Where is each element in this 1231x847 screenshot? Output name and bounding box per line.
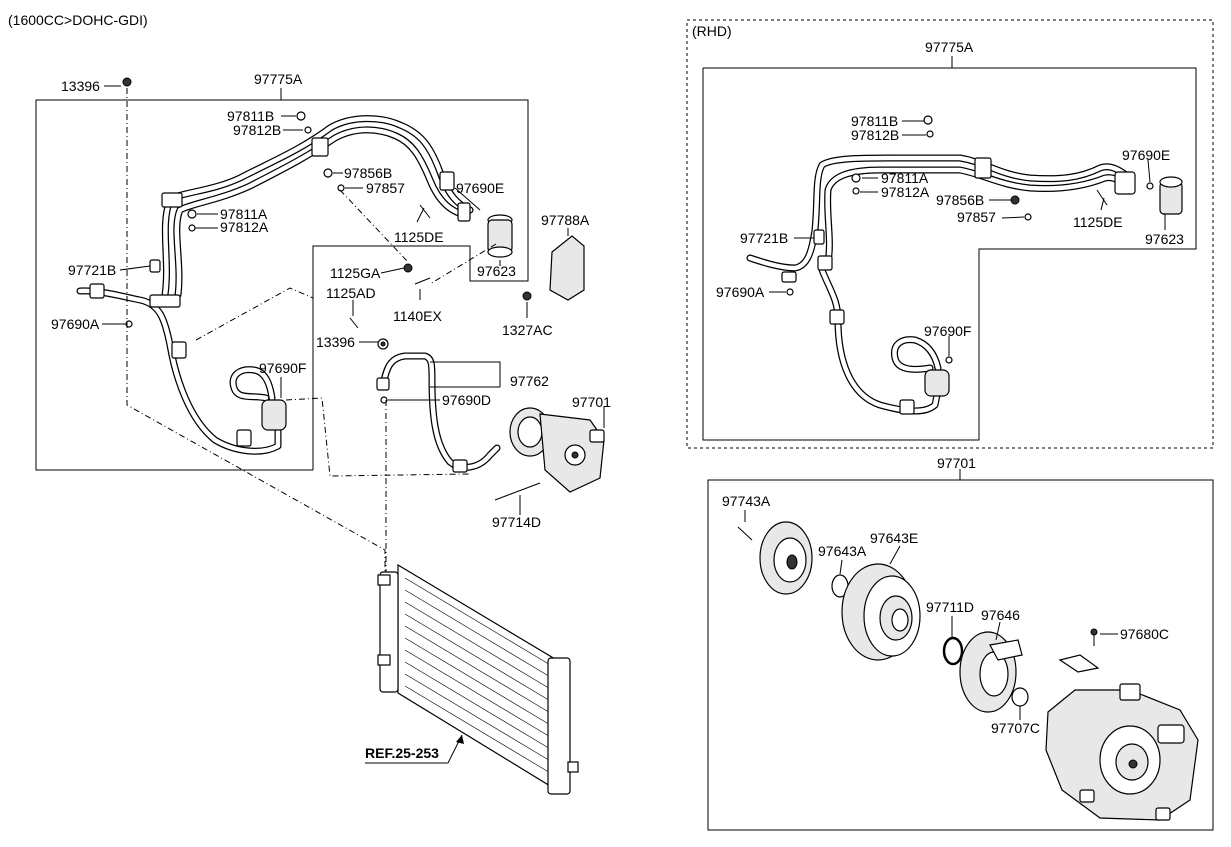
comp-label-97701: 97701: [937, 455, 976, 471]
rhd-labels: 97775A 97811B 97812B 97690E 97811A 97812…: [716, 39, 1184, 339]
label-13396-top: 13396: [61, 78, 100, 94]
comp-label-97711D: 97711D: [926, 599, 974, 615]
label-97812A: 97812A: [220, 219, 269, 235]
left-labels: 13396 97775A 97811B 97812B 97856B 97857 …: [51, 71, 611, 761]
label-97721B: 97721B: [68, 262, 116, 278]
label-97690E: 97690E: [456, 180, 504, 196]
label-1140EX: 1140EX: [393, 308, 442, 324]
bracket-97788A: [549, 235, 585, 301]
condenser: [377, 563, 579, 795]
rhd-label-97857: 97857: [957, 209, 996, 225]
rhd-label-97856B: 97856B: [936, 192, 984, 208]
label-97811B: 97811B: [227, 108, 274, 124]
comp-label-97707C: 97707C: [991, 720, 1040, 736]
rhd-hose-box: [702, 67, 1197, 441]
comp-label-97680C: 97680C: [1120, 626, 1169, 642]
label-97856B: 97856B: [344, 165, 392, 181]
label-1125DE: 1125DE: [394, 229, 444, 245]
label-1125GA: 1125GA: [330, 265, 381, 281]
compressor-left: [509, 407, 605, 493]
label-97788A: 97788A: [541, 212, 590, 228]
label-1125AD: 1125AD: [326, 285, 376, 301]
rhd-label-97775A: 97775A: [925, 39, 974, 55]
discharge-hose: [379, 352, 501, 471]
label-97812B: 97812B: [233, 122, 281, 138]
rhd-label-97812A: 97812A: [881, 184, 930, 200]
label-97811A: 97811A: [220, 206, 268, 222]
label-97762: 97762: [510, 373, 549, 389]
rhd-label-1125DE: 1125DE: [1073, 214, 1123, 230]
rhd-label-97690E: 97690E: [1122, 147, 1170, 163]
rhd-label-97811B: 97811B: [851, 113, 898, 129]
compressor-labels: 97701 97743A 97643E 97643A 97711D 97646 …: [722, 455, 1169, 736]
rhd-label-97623: 97623: [1145, 231, 1184, 247]
rhd-outer-box: [686, 19, 1214, 449]
rhd-label-97721B: 97721B: [740, 230, 788, 246]
comp-label-97643A: 97643A: [818, 543, 867, 559]
comp-label-97643E: 97643E: [870, 530, 918, 546]
rhd-label: (RHD): [692, 23, 732, 39]
label-97857: 97857: [366, 180, 405, 196]
label-97714D: 97714D: [492, 514, 541, 530]
compressor-body: [1045, 683, 1199, 821]
label-13396-mid: 13396: [316, 334, 355, 350]
label-97775A: 97775A: [254, 71, 303, 87]
rhd-section: (RHD): [686, 19, 1214, 449]
rhd-label-97690F: 97690F: [924, 323, 971, 339]
rhd-label-97811A: 97811A: [881, 170, 929, 186]
label-97690D: 97690D: [442, 392, 491, 408]
comp-label-97743A: 97743A: [722, 493, 771, 509]
comp-label-97646: 97646: [981, 607, 1020, 623]
rhd-label-97690A: 97690A: [716, 284, 765, 300]
label-97623: 97623: [477, 263, 516, 279]
rhd-label-97812B: 97812B: [851, 127, 899, 143]
label-97690A: 97690A: [51, 316, 100, 332]
compressor-exploded: [707, 469, 1214, 831]
engine-spec-label: (1600CC>DOHC-GDI): [8, 12, 148, 28]
label-97701: 97701: [572, 394, 611, 410]
left-assembly: [35, 77, 605, 795]
label-97690F: 97690F: [259, 360, 306, 376]
ref-label: REF.25-253: [365, 745, 439, 761]
hose-assembly-box: [35, 99, 529, 471]
label-1327AC: 1327AC: [502, 322, 553, 338]
receiver-drier-left: [261, 399, 287, 431]
